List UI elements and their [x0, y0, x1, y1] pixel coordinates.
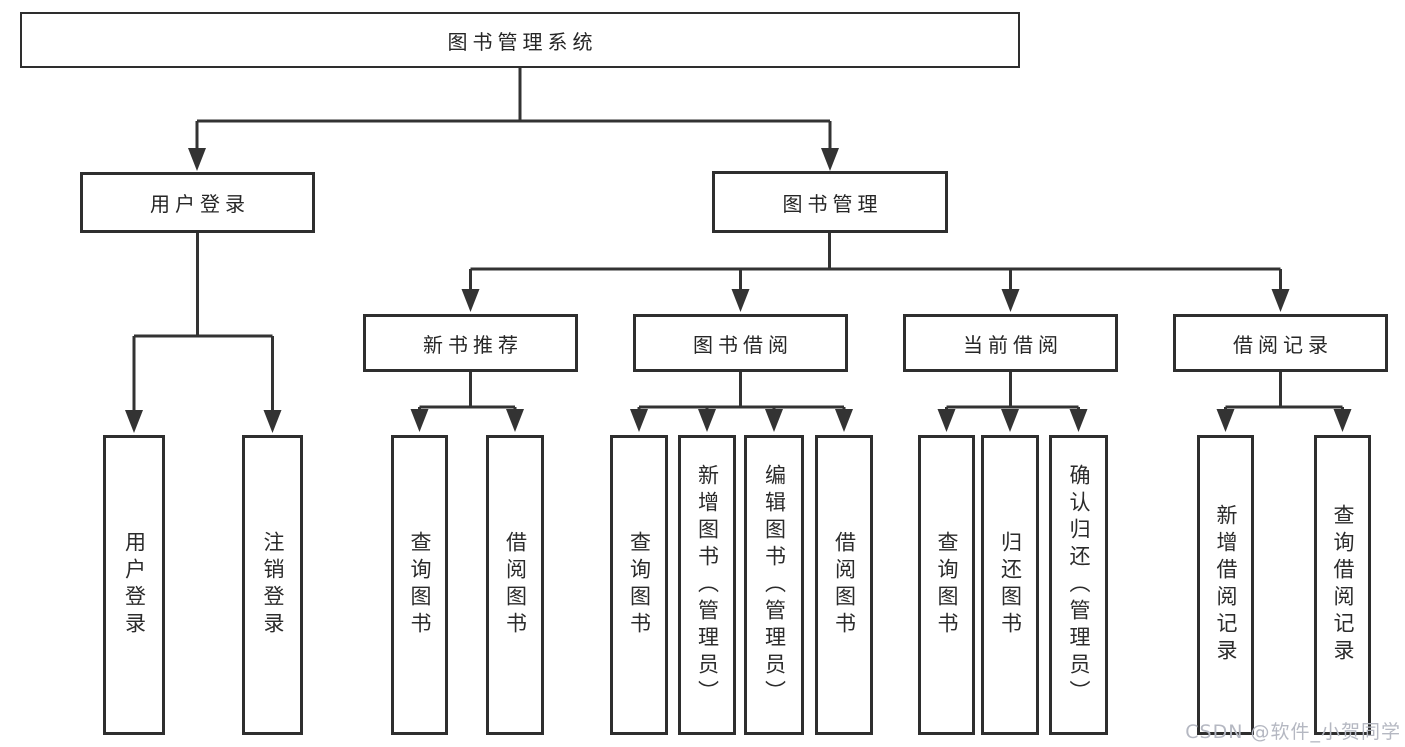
- node-book-management: 图书管理: [712, 171, 948, 233]
- leaf-edit-books-admin: 编辑图书（管理员）: [744, 435, 804, 735]
- leaf-label: 编辑图书（管理员）: [762, 463, 787, 707]
- node-label: 用户登录: [150, 192, 250, 216]
- leaf-borrow-books: 借阅图书: [815, 435, 873, 735]
- leaf-borrow-query-books: 查询图书: [610, 435, 668, 735]
- leaf-label: 归还图书: [998, 531, 1023, 639]
- leaf-recommend-borrow-books: 借阅图书: [486, 435, 544, 735]
- leaf-current-query-books: 查询图书: [918, 435, 975, 735]
- node-book-borrow: 图书借阅: [633, 314, 848, 372]
- leaf-label: 借阅图书: [503, 531, 528, 639]
- node-label: 图书借阅: [693, 332, 793, 357]
- leaf-logout: 注销登录: [242, 435, 303, 735]
- leaf-add-books-admin: 新增图书（管理员）: [678, 435, 736, 735]
- leaf-query-borrow-record: 查询借阅记录: [1314, 435, 1371, 735]
- node-label: 新书推荐: [423, 332, 523, 357]
- leaf-label: 确认归还（管理员）: [1067, 463, 1091, 707]
- node-current-borrow: 当前借阅: [903, 314, 1118, 372]
- leaf-label: 用户登录: [122, 531, 147, 639]
- node-library-system: 图书管理系统: [20, 12, 1020, 68]
- leaf-add-borrow-record: 新增借阅记录: [1197, 435, 1254, 735]
- node-borrow-records: 借阅记录: [1173, 314, 1388, 372]
- leaf-label: 查询图书: [935, 531, 959, 639]
- leaf-recommend-query-books: 查询图书: [391, 435, 448, 735]
- node-label: 借阅记录: [1233, 332, 1333, 357]
- leaf-confirm-return-admin: 确认归还（管理员）: [1049, 435, 1108, 735]
- leaf-label: 新增借阅记录: [1214, 504, 1238, 666]
- leaf-label: 查询图书: [408, 531, 432, 639]
- leaf-label: 借阅图书: [832, 531, 857, 639]
- node-label: 图书管理系统: [447, 29, 598, 54]
- arrowheads: [125, 148, 1352, 433]
- csdn-watermark: CSDN @软件_小贺同学: [1185, 721, 1401, 743]
- node-label: 当前借阅: [963, 332, 1063, 357]
- node-user-login: 用户登录: [80, 172, 315, 233]
- leaf-return-books: 归还图书: [981, 435, 1039, 735]
- leaf-label: 查询借阅记录: [1331, 504, 1355, 666]
- leaf-label: 新增图书（管理员）: [695, 463, 720, 707]
- leaf-label: 查询图书: [627, 531, 652, 639]
- leaf-label: 注销登录: [261, 531, 285, 639]
- leaf-user-login: 用户登录: [103, 435, 165, 735]
- node-label: 图书管理: [782, 191, 883, 216]
- node-new-book-recommend: 新书推荐: [363, 314, 578, 372]
